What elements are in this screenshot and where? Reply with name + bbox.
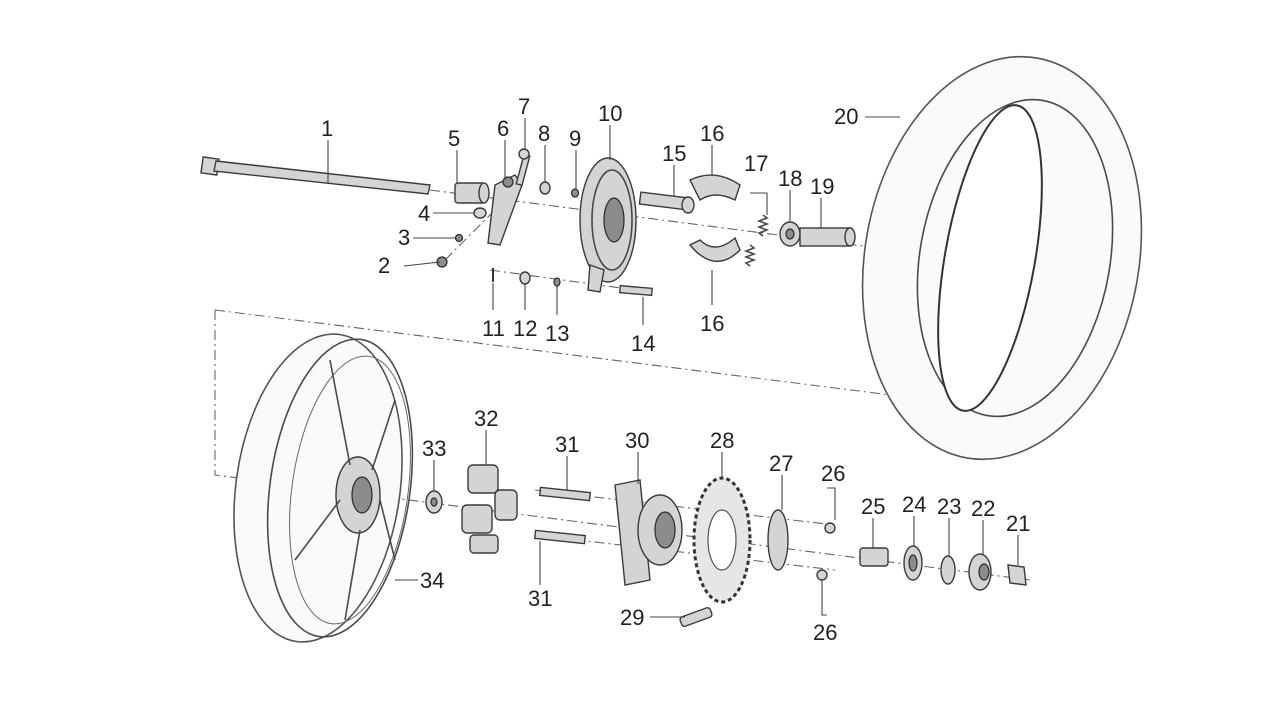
label-20: 20 — [834, 104, 858, 129]
part-damper — [461, 464, 518, 554]
label-19: 19 — [810, 174, 834, 199]
part-springs — [743, 214, 770, 267]
label-34: 34 — [420, 568, 444, 593]
label-3: 3 — [398, 225, 410, 250]
part-lock-plate — [767, 509, 789, 571]
part-hub-bolts — [533, 486, 592, 545]
part-chain-link — [679, 606, 713, 628]
part-hub — [614, 479, 683, 586]
label-28: 28 — [710, 428, 734, 453]
part-collar — [454, 182, 490, 204]
label-24: 24 — [902, 492, 926, 517]
part-axle — [200, 156, 431, 195]
label-17: 17 — [744, 151, 768, 176]
part-sprocket — [692, 476, 752, 604]
label-16-top: 16 — [700, 121, 724, 146]
label-25: 25 — [861, 494, 885, 519]
label-9: 9 — [569, 126, 581, 151]
label-29: 29 — [620, 605, 644, 630]
part-cam-shaft — [638, 191, 695, 214]
label-6: 6 — [497, 116, 509, 141]
label-12: 12 — [513, 316, 537, 341]
label-22: 22 — [971, 496, 995, 521]
part-washers — [539, 181, 580, 198]
label-16-bottom: 16 — [700, 311, 724, 336]
part-brake-arm — [487, 148, 531, 246]
label-2: 2 — [378, 253, 390, 278]
label-31-bottom: 31 — [528, 586, 552, 611]
label-33: 33 — [422, 436, 446, 461]
label-7: 7 — [518, 94, 530, 119]
label-18: 18 — [778, 166, 802, 191]
part-rim — [233, 333, 414, 643]
label-21: 21 — [1006, 511, 1030, 536]
part-sprocket-nuts — [816, 522, 836, 581]
part-pins — [492, 268, 653, 297]
label-30: 30 — [625, 428, 649, 453]
part-right-collar-bearing — [859, 545, 1027, 591]
label-11: 11 — [482, 316, 505, 341]
part-tyre — [861, 55, 1143, 461]
label-15: 15 — [662, 141, 686, 166]
label-27: 27 — [769, 451, 793, 476]
label-5: 5 — [448, 126, 460, 151]
part-small-nuts — [436, 207, 487, 268]
part-brake-shoes — [688, 174, 741, 263]
label-1: 1 — [321, 116, 333, 141]
leader-lines — [327, 116, 1019, 618]
label-26-bottom: 26 — [813, 620, 837, 645]
label-10: 10 — [598, 101, 622, 126]
label-4: 4 — [418, 201, 430, 226]
part-bushing — [425, 490, 443, 514]
label-26-top: 26 — [821, 461, 845, 486]
label-23: 23 — [937, 494, 961, 519]
label-14: 14 — [631, 331, 655, 356]
part-spacer — [779, 221, 856, 247]
label-32: 32 — [474, 406, 498, 431]
part-labels: 1 2 3 4 5 6 7 8 9 10 11 12 13 14 15 16 1… — [321, 94, 1030, 645]
part-brake-panel — [579, 157, 637, 293]
label-8: 8 — [538, 121, 550, 146]
label-13: 13 — [545, 321, 569, 346]
label-31-top: 31 — [555, 432, 579, 457]
